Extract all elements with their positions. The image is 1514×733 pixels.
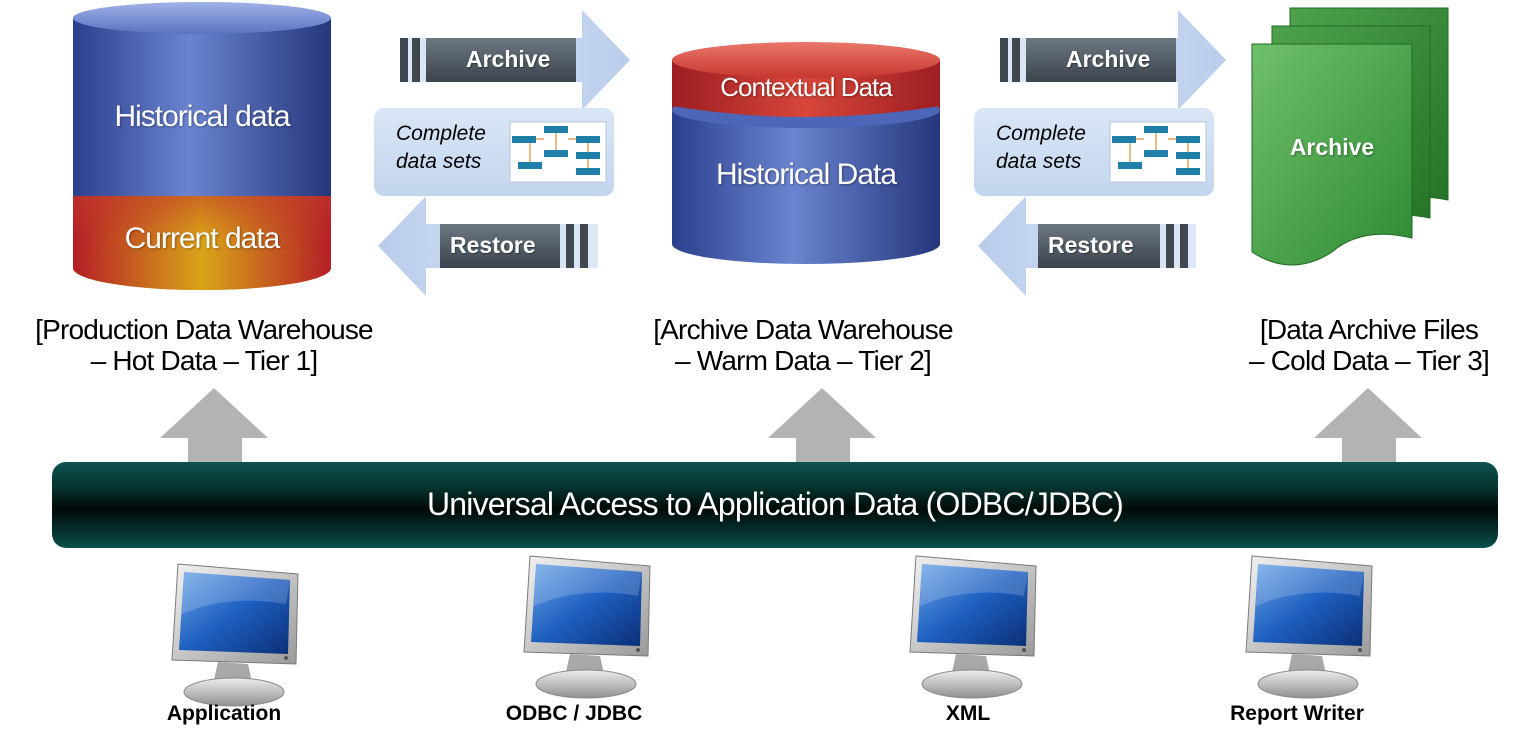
tier3-label-line2: – Cold Data – Tier 3]	[1249, 345, 1490, 376]
tier1-label-line1: [Production Data Warehouse	[35, 314, 374, 345]
client-label-odbc-jdbc: ODBC / JDBC	[505, 702, 643, 725]
data-sets-line2: data sets	[396, 150, 482, 173]
tier2-label-line2: – Warm Data – Tier 2]	[674, 345, 932, 376]
monitor-icon	[1245, 555, 1373, 699]
archive-label-1: Archive	[466, 46, 551, 72]
restore-arrow-2	[978, 196, 1196, 296]
client-label-xml: XML	[945, 702, 991, 725]
client-label-application: Application	[166, 702, 282, 725]
tier3-label: [Data Archive Files – Cold Data – Tier 3…	[1224, 314, 1514, 376]
tier3-label-line1: [Data Archive Files	[1259, 314, 1479, 345]
up-arrow-icon	[1314, 388, 1422, 466]
up-arrow-icon	[768, 388, 876, 466]
archive-arrow-2	[1000, 10, 1226, 110]
up-arrow-icon	[160, 388, 268, 466]
universal-access-banner: Universal Access to Application Data (OD…	[52, 462, 1498, 548]
tier2-cylinder	[672, 42, 940, 264]
data-sets-line1: Complete	[396, 122, 486, 145]
tier3-archive-files	[1251, 7, 1449, 266]
banner-text: Universal Access to Application Data (OD…	[426, 486, 1124, 522]
monitor-icon	[523, 555, 651, 699]
complete-data-sets-text: Complete data sets	[996, 120, 1086, 176]
tier1-label: [Production Data Warehouse – Hot Data – …	[8, 314, 400, 376]
tier1-cylinder	[73, 2, 331, 290]
data-sets-line2: data sets	[996, 150, 1082, 173]
archive-arrow-1	[400, 10, 630, 110]
tier2-contextual-data-label: Contextual Data	[720, 72, 892, 102]
data-sets-line1: Complete	[996, 122, 1086, 145]
complete-data-sets-text: Complete data sets	[396, 120, 486, 176]
restore-arrow-1	[378, 196, 598, 296]
archive-label-2: Archive	[1066, 46, 1151, 72]
tier1-label-line2: – Hot Data – Tier 1]	[90, 345, 319, 376]
tier1-historical-data-label: Historical data	[114, 100, 290, 133]
tier2-label-line1: [Archive Data Warehouse	[653, 314, 953, 345]
restore-label-2: Restore	[1048, 232, 1134, 258]
tier3-archive-label: Archive	[1289, 134, 1375, 160]
restore-label-1: Restore	[450, 232, 536, 258]
tier1-current-data-label: Current data	[124, 222, 281, 255]
tier2-label: [Archive Data Warehouse – Warm Data – Ti…	[618, 314, 988, 376]
client-label-report-writer: Report Writer	[1230, 702, 1364, 725]
tier2-historical-data-label: Historical Data	[715, 158, 897, 191]
monitor-icon	[909, 555, 1037, 699]
monitor-icon	[171, 563, 299, 707]
